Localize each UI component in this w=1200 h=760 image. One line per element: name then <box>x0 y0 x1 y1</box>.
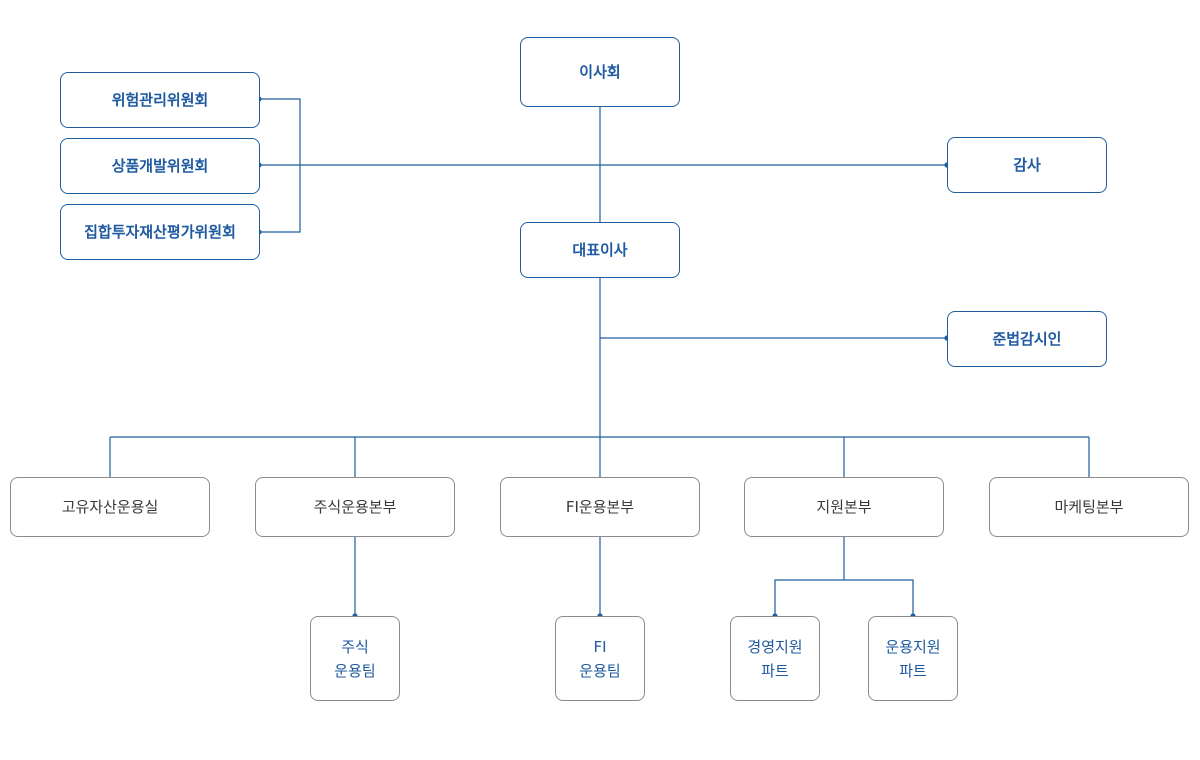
equity-team-node: 주식 운용팀 <box>310 616 400 701</box>
compliance-label: 준법감시인 <box>992 330 1062 348</box>
operation-support-label: 운용지원 파트 <box>885 637 941 680</box>
compliance-node: 준법감시인 <box>947 311 1107 367</box>
valuation-committee-label: 집합투자재산평가위원회 <box>84 223 236 241</box>
management-support-node: 경영지원 파트 <box>730 616 820 701</box>
board-label: 이사회 <box>579 63 621 81</box>
division-equity-node: 주식운용본부 <box>255 477 455 537</box>
risk-committee-label: 위험관리위원회 <box>111 91 209 109</box>
audit-node: 감사 <box>947 137 1107 193</box>
division-fi-label: FI운용본부 <box>565 498 635 516</box>
division-marketing-label: 마케팅본부 <box>1054 498 1124 516</box>
board-node: 이사회 <box>520 37 680 107</box>
division-equity-label: 주식운용본부 <box>313 498 397 516</box>
division-alternative-label: 고유자산운용실 <box>61 498 159 516</box>
operation-support-node: 운용지원 파트 <box>868 616 958 701</box>
division-support-node: 지원본부 <box>744 477 944 537</box>
division-alternative-node: 고유자산운용실 <box>10 477 210 537</box>
management-support-label: 경영지원 파트 <box>747 637 803 680</box>
ceo-node: 대표이사 <box>520 222 680 278</box>
ceo-label: 대표이사 <box>572 241 628 259</box>
fi-team-node: FI 운용팀 <box>555 616 645 701</box>
audit-label: 감사 <box>1013 156 1041 174</box>
fi-team-label: FI 운용팀 <box>579 637 621 680</box>
valuation-committee-node: 집합투자재산평가위원회 <box>60 204 260 260</box>
division-marketing-node: 마케팅본부 <box>989 477 1189 537</box>
risk-committee-node: 위험관리위원회 <box>60 72 260 128</box>
division-fi-node: FI운용본부 <box>500 477 700 537</box>
division-support-label: 지원본부 <box>816 498 872 516</box>
equity-team-label: 주식 운용팀 <box>334 637 376 680</box>
product-committee-label: 상품개발위원회 <box>111 157 209 175</box>
product-committee-node: 상품개발위원회 <box>60 138 260 194</box>
